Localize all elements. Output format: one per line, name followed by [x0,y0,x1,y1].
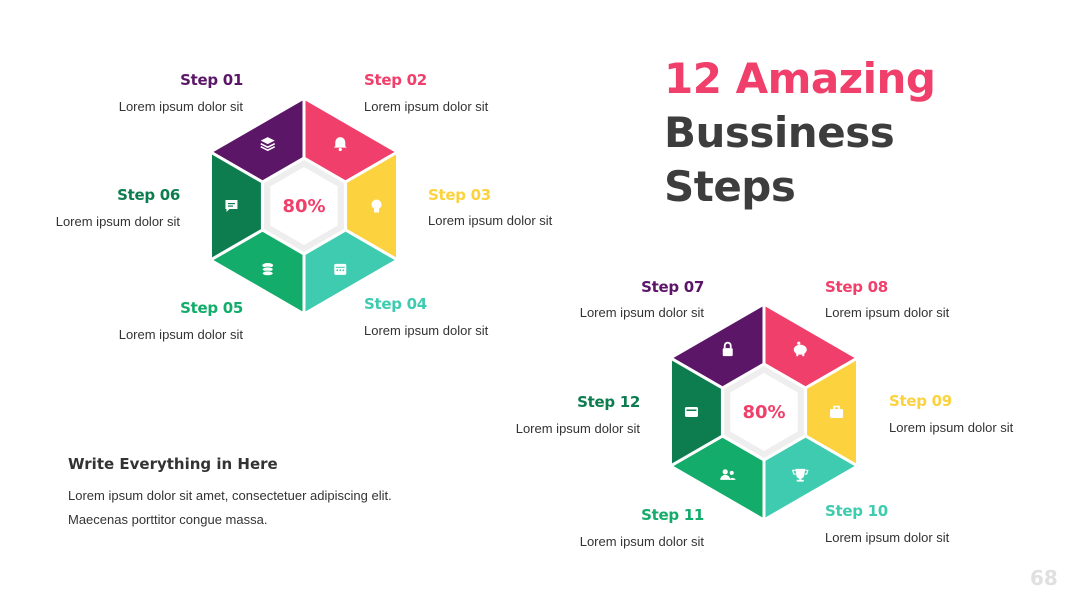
step-08-desc: Lorem ipsum dolor sit [825,305,950,320]
bell-icon [333,137,347,152]
write-body-text: Lorem ipsum dolor sit amet, consectetuer… [68,488,392,527]
users-icon [720,469,736,480]
hex1-center-hexagon [270,167,338,245]
step-02-title: Step 02 [364,71,427,89]
briefcase-icon [830,405,844,418]
title-line-3: Steps [664,162,796,211]
hex1-center-percent: 80% [282,196,325,217]
step-07-desc: Lorem ipsum dolor sit [579,305,704,320]
page-number: 68 [1030,566,1058,590]
step-11-desc: Lorem ipsum dolor sit [579,534,704,549]
step-12-title: Step 12 [577,393,640,411]
step-03-title: Step 03 [428,186,491,204]
calendar-icon [334,263,347,275]
step-02-desc: Lorem ipsum dolor sit [364,99,489,114]
step-01-title: Step 01 [180,71,243,89]
step-05-title: Step 05 [180,299,243,317]
step-06-desc: Lorem ipsum dolor sit [55,214,180,229]
step-03-desc: Lorem ipsum dolor sit [428,213,553,228]
step-12-desc: Lorem ipsum dolor sit [515,421,640,436]
step-09-title: Step 09 [889,392,952,410]
hex2-center-hexagon [730,373,798,451]
coins-icon [261,263,274,277]
piggy-bank-icon [793,341,807,357]
step-04-desc: Lorem ipsum dolor sit [364,323,489,338]
layers-icon [260,137,276,152]
hex2-center-percent: 80% [742,402,785,423]
chat-icon [225,200,238,212]
step-07-title: Step 07 [641,278,704,296]
hexagon-diagram-steps-7-12: 80% [667,303,861,521]
lightbulb-icon [371,199,382,213]
step-05-desc: Lorem ipsum dolor sit [118,327,243,342]
slide-title: 12 Amazing Bussiness Steps [664,52,936,214]
step-09-desc: Lorem ipsum dolor sit [889,420,1014,435]
step-06-title: Step 06 [117,186,180,204]
step-10-desc: Lorem ipsum dolor sit [825,530,950,545]
step-01-desc: Lorem ipsum dolor sit [118,99,243,114]
step-08-title: Step 08 [825,278,888,296]
trophy-icon [791,468,809,482]
step-10-title: Step 10 [825,502,888,520]
hexagon-diagram-steps-1-6: 80% [207,97,401,315]
title-line-1: 12 Amazing [664,54,936,103]
title-line-2: Bussiness [664,108,895,157]
write-heading: Write Everything in Here [68,455,278,473]
step-11-title: Step 11 [641,506,704,524]
wallet-icon [684,407,698,417]
step-04-title: Step 04 [364,295,427,313]
lock-icon [722,341,733,357]
